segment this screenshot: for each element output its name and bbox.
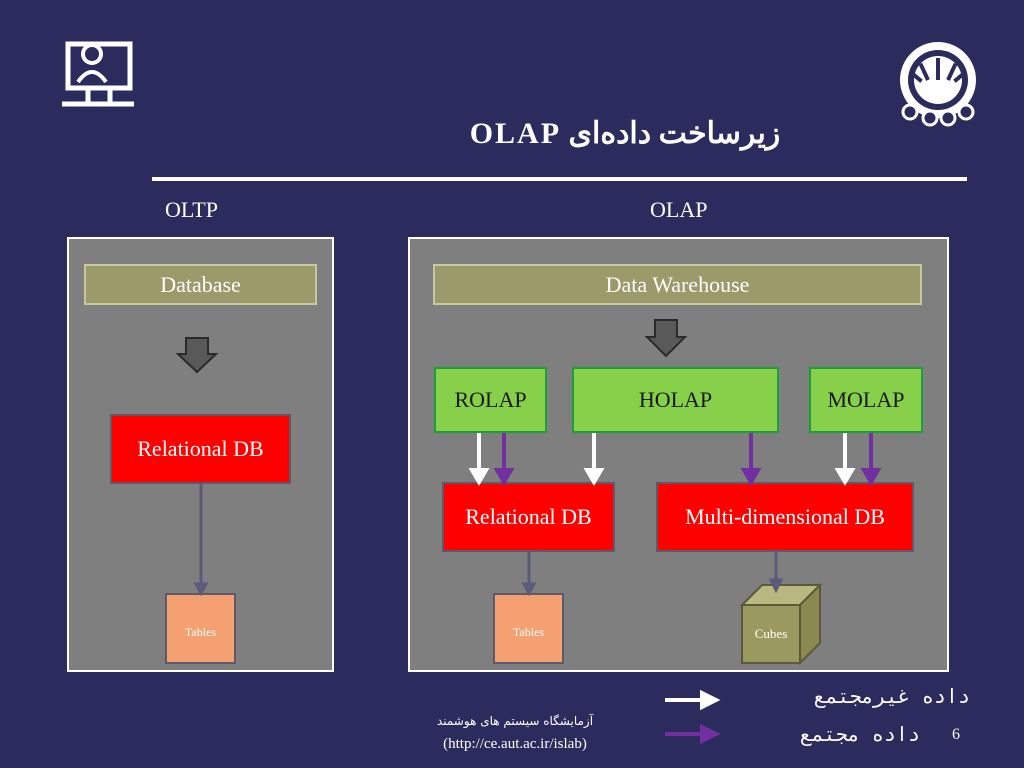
legend-white-arrow — [665, 689, 721, 711]
molap-box: MOLAP — [809, 367, 923, 433]
rolap-purple-head — [493, 468, 515, 486]
page-number: 6 — [952, 726, 960, 743]
olap-down-block-arrow — [644, 319, 688, 358]
university-logo-icon — [890, 38, 986, 128]
olap-tables-label: Tables — [512, 625, 545, 639]
rdb-to-tables-head — [521, 582, 537, 597]
legend-non-aggregated-label: داده غیرمجتمع — [813, 684, 970, 708]
cubes-label: Cubes — [754, 626, 788, 641]
slide-title: زیرساخت داده‌ای OLAP — [469, 117, 781, 150]
oltp-heading: OLTP — [165, 197, 218, 222]
holap-purple-head — [740, 468, 762, 486]
multidimensional-db-box: Multi-dimensional DB — [656, 482, 914, 552]
mddb-to-cubes-head — [768, 578, 784, 594]
lab-name: آزمایشگاه سیستم های هوشمند — [436, 714, 594, 728]
title-underline — [152, 177, 967, 181]
holap-white-head — [583, 468, 605, 486]
oltp-relational-db-box: Relational DB — [110, 414, 291, 484]
olap-relational-db-box: Relational DB — [442, 482, 615, 552]
lab-url: (http://ce.aut.ac.ir/islab) — [443, 736, 587, 752]
database-box: Database — [84, 264, 317, 305]
legend-purple-arrow — [665, 723, 721, 745]
olap-heading: OLAP — [650, 197, 708, 222]
cubes-icon: Cubes — [739, 582, 823, 666]
molap-white-head — [834, 468, 856, 486]
oltp-tables-label: Tables — [184, 625, 217, 639]
olap-tables-icon: Tables — [493, 593, 564, 664]
rolap-white-head — [468, 468, 490, 486]
legend-aggregated-label: داده مجتمع — [799, 722, 920, 746]
holap-box: HOLAP — [572, 367, 779, 433]
oltp-db-to-tables-head — [193, 582, 209, 597]
molap-purple-head — [860, 468, 882, 486]
rolap-box: ROLAP — [434, 367, 547, 433]
computer-user-icon — [58, 32, 138, 114]
data-warehouse-box: Data Warehouse — [433, 264, 922, 305]
oltp-down-block-arrow — [175, 337, 219, 374]
